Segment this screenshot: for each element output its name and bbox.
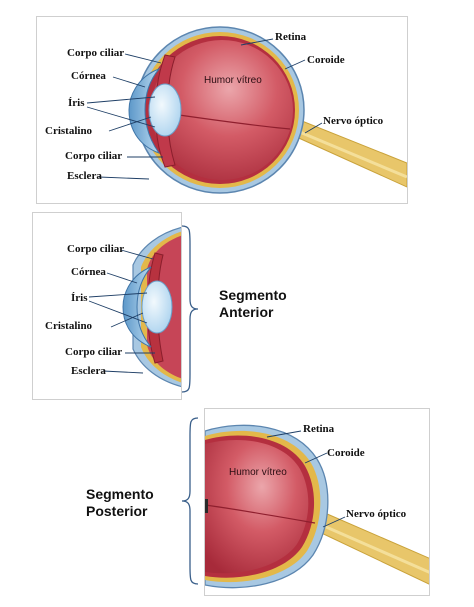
label-esclera: Esclera xyxy=(67,170,102,182)
ant-label-iris: Íris xyxy=(71,292,88,304)
label-cornea: Córnea xyxy=(71,70,106,82)
anterior-segment-panel: Corpo ciliar Córnea Íris Cristalino Corp… xyxy=(32,212,182,400)
full-eye-label-lines xyxy=(86,38,323,180)
label-retina: Retina xyxy=(275,31,307,43)
anterior-title-line2: Anterior xyxy=(219,304,274,320)
posterior-brace xyxy=(181,417,199,585)
ant-label-corpo-ciliar-bottom: Corpo ciliar xyxy=(65,346,123,358)
posterior-segment-title: Segmento Posterior xyxy=(86,486,154,520)
posterior-eye-illustration xyxy=(205,424,429,589)
label-corpo-ciliar-bottom: Corpo ciliar xyxy=(65,150,123,162)
post-label-humor-vitreo: Humor vítreo xyxy=(229,467,287,478)
label-nervo-optico: Nervo óptico xyxy=(323,115,384,127)
lens-shape xyxy=(148,83,182,137)
full-eye-panel: Corpo ciliar Córnea Íris Cristalino Corp… xyxy=(36,16,408,204)
ant-label-cornea: Córnea xyxy=(71,266,106,278)
label-corpo-ciliar-top: Corpo ciliar xyxy=(67,47,125,59)
cornea-shape xyxy=(128,67,161,155)
posterior-title-line2: Posterior xyxy=(86,503,148,519)
anterior-eye-illustration xyxy=(88,226,181,388)
posterior-segment-panel: Retina Coroide Nervo óptico Humor vítreo xyxy=(204,408,430,596)
label-coroide: Coroide xyxy=(307,54,345,66)
post-label-nervo-optico: Nervo óptico xyxy=(346,508,407,520)
posterior-title-line1: Segmento xyxy=(86,486,154,502)
ant-label-cristalino: Cristalino xyxy=(45,320,93,332)
post-label-coroide: Coroide xyxy=(327,447,365,459)
anterior-title-line1: Segmento xyxy=(219,287,287,303)
full-eye-illustration xyxy=(86,17,407,203)
label-cristalino: Cristalino xyxy=(45,125,93,137)
label-humor-vitreo: Humor vítreo xyxy=(204,75,262,86)
label-iris: Íris xyxy=(68,97,85,109)
anterior-segment-title: Segmento Anterior xyxy=(219,287,287,321)
post-label-retina: Retina xyxy=(303,423,335,435)
ant-label-esclera: Esclera xyxy=(71,365,106,377)
vitreous-shape xyxy=(151,40,293,180)
anterior-brace xyxy=(181,225,199,393)
ant-label-corpo-ciliar-top: Corpo ciliar xyxy=(67,243,125,255)
